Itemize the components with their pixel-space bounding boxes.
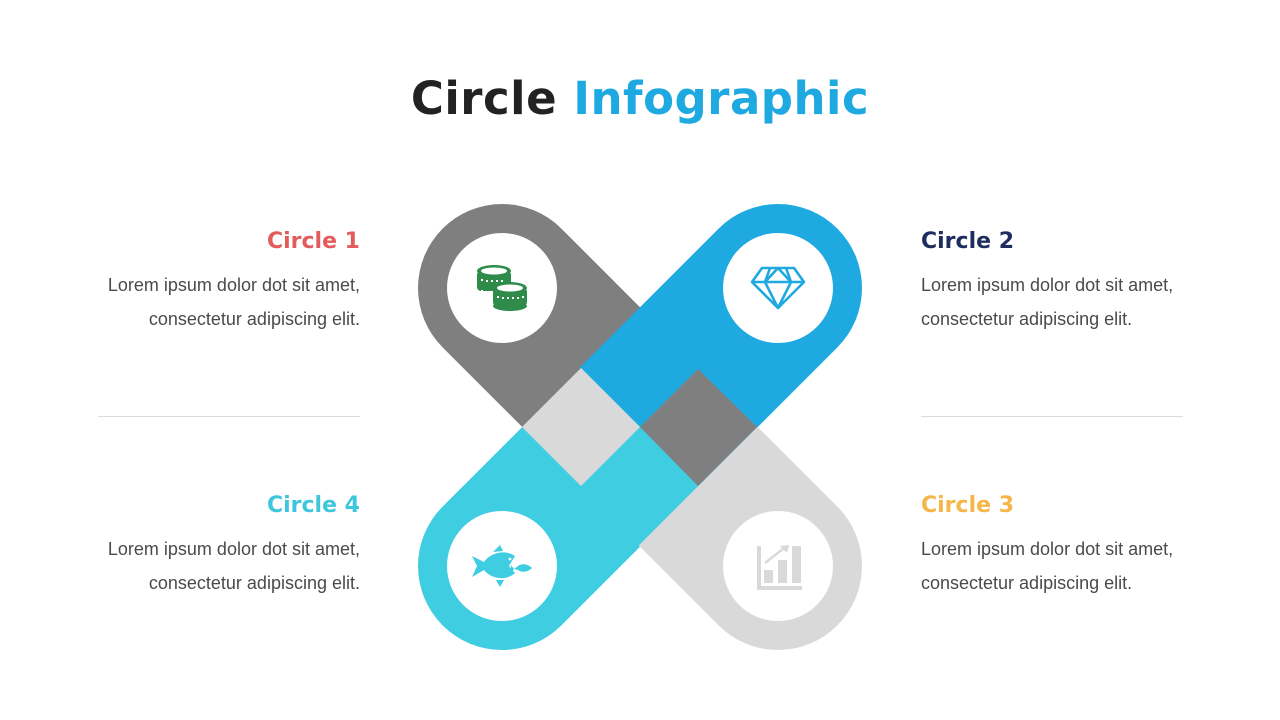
circle-4-description-line2: consectetur adipiscing elit. (148, 573, 360, 593)
circle-1-description-line2: consectetur adipiscing elit. (148, 309, 360, 329)
circle-1-description: Lorem ipsum dolor dot sit amet, consecte… (98, 268, 360, 336)
circle-4-description-line1: Lorem ipsum dolor dot sit amet, (107, 539, 360, 559)
circle-2-heading: Circle 2 (921, 229, 1015, 254)
icon-circle-2 (723, 233, 833, 343)
circle-3-description-line2: consectetur adipiscing elit. (921, 573, 1133, 593)
circle-4-heading: Circle 4 (266, 493, 360, 518)
circle-4-description: Lorem ipsum dolor dot sit amet, consecte… (98, 532, 360, 600)
big-fish-eats-small-fish-icon (472, 545, 532, 587)
circle-2-description-line2: consectetur adipiscing elit. (921, 309, 1133, 329)
page-title: Circle Infographic (0, 72, 1280, 125)
circle-3-heading: Circle 3 (921, 493, 1015, 518)
circle-1-description-line1: Lorem ipsum dolor dot sit amet, (107, 275, 360, 295)
circle-3-description: Lorem ipsum dolor dot sit amet, consecte… (921, 532, 1183, 600)
circle-2-text-block: Circle 2 Lorem ipsum dolor dot sit amet,… (921, 228, 1183, 336)
circle-2-description-line1: Lorem ipsum dolor dot sit amet, (921, 275, 1174, 295)
circle-1-heading: Circle 1 (266, 229, 360, 254)
coins-icon (477, 265, 527, 311)
circle-4-text-block: Circle 4 Lorem ipsum dolor dot sit amet,… (98, 492, 360, 600)
bar-chart-growth-icon (757, 545, 802, 590)
left-divider (98, 416, 360, 417)
circle-2-description: Lorem ipsum dolor dot sit amet, consecte… (921, 268, 1183, 336)
circle-3-description-line1: Lorem ipsum dolor dot sit amet, (921, 539, 1174, 559)
center-diamond-dark (640, 369, 757, 486)
circle-3-text-block: Circle 3 Lorem ipsum dolor dot sit amet,… (921, 492, 1183, 600)
center-diamond-light (522, 368, 640, 486)
title-word-infographic: Infographic (573, 72, 870, 125)
diamond-icon (750, 266, 806, 310)
title-word-circle: Circle (410, 72, 558, 125)
right-divider (921, 416, 1183, 417)
circle-1-text-block: Circle 1 Lorem ipsum dolor dot sit amet,… (98, 228, 360, 336)
